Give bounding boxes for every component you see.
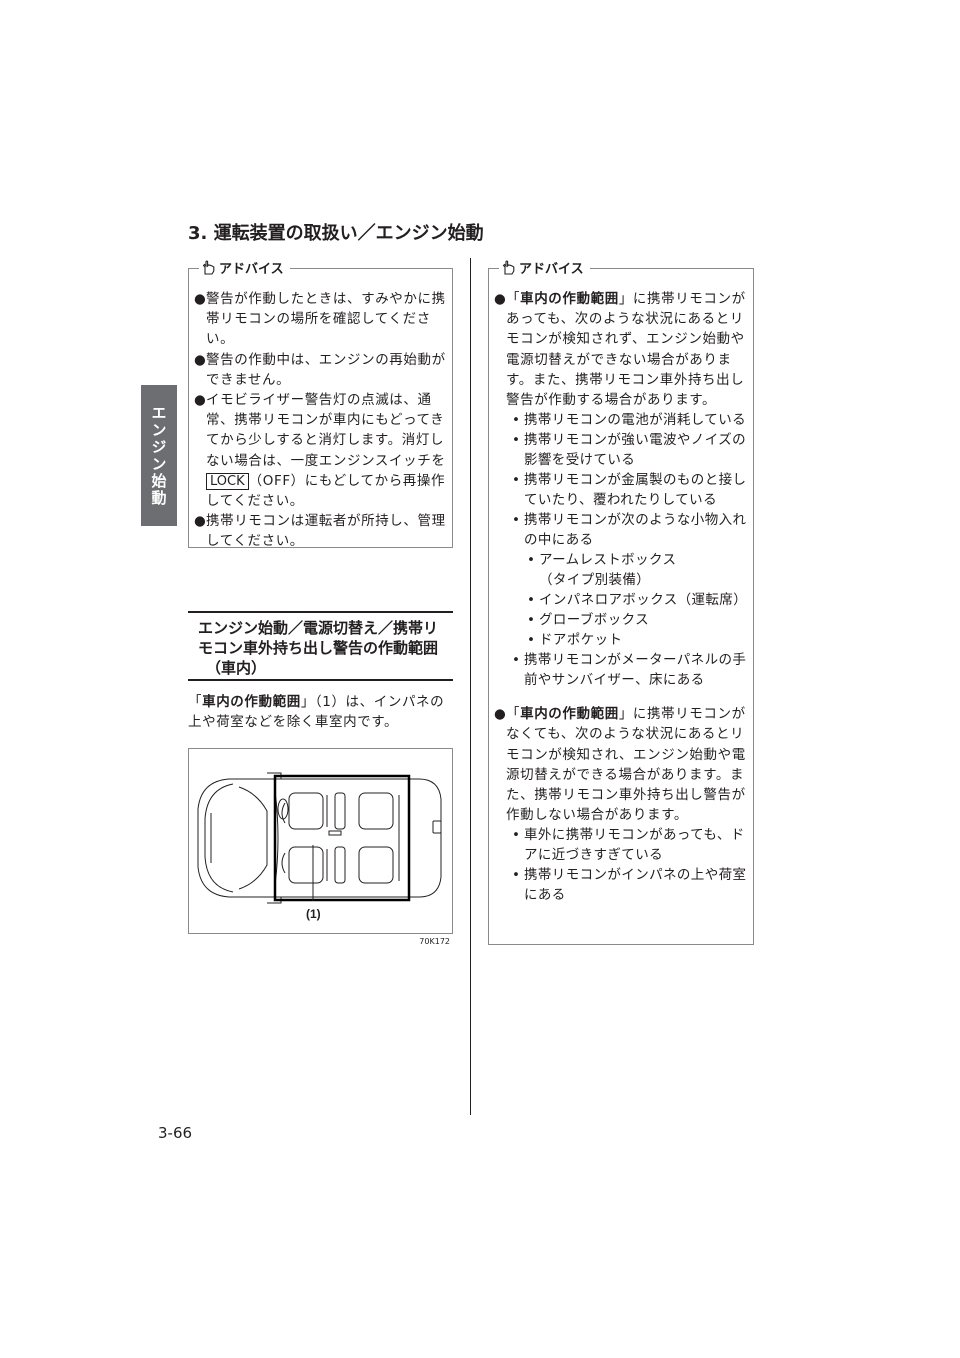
advice-item-text: 「 (506, 706, 521, 723)
body-text: 「 (188, 694, 203, 710)
advice-subitem: •携帯リモコンが次のような小物入れの中にある (494, 510, 747, 550)
subheading-line: モコン車外持ち出し警告の作動範囲 (198, 639, 439, 657)
advice-content: ●「車内の作動範囲」に携帯リモコンがあっても、次のような状況にあるとリモコンが検… (489, 269, 753, 905)
section-title: 3. 運転装置の取扱い／エンジン始動 (188, 223, 484, 244)
bullet-icon: • (527, 552, 536, 569)
bullet-icon: • (512, 472, 521, 489)
advice-subsubitem: •インパネロアボックス（運転席） (494, 590, 747, 610)
advice-subitem: •携帯リモコンが金属製のものと接していたり、覆われたりしている (494, 470, 747, 510)
bullet-icon: • (527, 592, 536, 609)
advice-subitem: •携帯リモコンがメーターパネルの手前やサンバイザー、床にある (494, 650, 747, 690)
subheading-line: エンジン始動／電源切替え／携帯リ (198, 619, 439, 637)
advice-subsubitem-text: ドアポケット (539, 632, 623, 649)
advice-subsubitem-text: インパネロアボックス（運転席） (539, 592, 748, 609)
advice-item: ●「車内の作動範囲」に携帯リモコンがなくても、次のような状況にあるとリモコンが検… (494, 704, 747, 825)
advice-heading-label: アドバイス (519, 262, 584, 277)
chapter-side-tab-label: エンジン始動 (149, 404, 168, 507)
advice-subitem: •携帯リモコンが強い電波やノイズの影響を受けている (494, 430, 747, 470)
car-top-view-diagram: (1) (197, 772, 442, 921)
advice-item: ●携帯リモコンは運転者が所持し、管理してください。 (194, 511, 446, 551)
advice-box-right: アドバイス ●「車内の作動範囲」に携帯リモコンがあっても、次のような状況にあると… (488, 258, 754, 945)
body-paragraph: 「車内の作動範囲」（1）は、インパネの上や荷室などを除く車室内です。 (188, 692, 456, 732)
figure-code: 70K172 (419, 937, 450, 946)
subsection-heading: エンジン始動／電源切替え／携帯リ モコン車外持ち出し警告の作動範囲 （車内） (188, 611, 453, 681)
advice-subitem-text: 携帯リモコンがメーターパネルの手前やサンバイザー、床にある (524, 652, 747, 689)
bullet-icon: • (512, 827, 521, 844)
advice-item-text: 警告の作動中は、エンジンの再始動ができません。 (206, 351, 446, 388)
advice-subitem-text: 携帯リモコンが金属製のものと接していたり、覆われたりしている (524, 472, 747, 509)
vehicle-range-figure: (1) 70K172 (188, 748, 453, 946)
advice-item-text: 」に携帯リモコンがあっても、次のような状況にあるとリモコンが検知されず、エンジン… (506, 291, 746, 409)
advice-subsubitem-text: アームレストボックス (539, 552, 677, 569)
figure-callout-label: (1) (306, 907, 321, 921)
advice-subsubitem-continuation: （タイプ別装備） (539, 572, 651, 589)
bullet-icon: • (527, 632, 536, 649)
advice-item: ●「車内の作動範囲」に携帯リモコンがあっても、次のような状況にあるとリモコンが検… (494, 289, 747, 410)
bullet-icon: ● (494, 706, 507, 723)
advice-heading-label: アドバイス (219, 262, 284, 277)
bullet-icon: • (512, 652, 521, 669)
bullet-icon: • (512, 512, 521, 529)
lock-key-label: LOCK (206, 472, 249, 490)
advice-item-text: イモビライザー警告灯の点滅は、通常、携帯リモコンが車内にもどってきてから少しする… (206, 392, 446, 469)
advice-subitem-text: 携帯リモコンが次のような小物入れの中にある (524, 512, 747, 549)
advice-subitem: •携帯リモコンの電池が消耗している (494, 410, 747, 430)
bullet-icon: ● (194, 513, 207, 530)
advice-subsubitem-text: グローブボックス (539, 612, 649, 629)
bullet-icon: ● (194, 291, 207, 307)
advice-heading: アドバイス (199, 258, 290, 277)
advice-subitem-text: 携帯リモコンが強い電波やノイズの影響を受けている (524, 432, 746, 469)
bullet-icon: • (512, 432, 521, 449)
advice-item: ●警告の作動中は、エンジンの再始動ができません。 (194, 350, 446, 390)
subheading-line: （車内） (206, 659, 267, 677)
advice-subitem-text: 車外に携帯リモコンがあっても、ドアに近づきすぎている (524, 827, 745, 864)
advice-subitem: •車外に携帯リモコンがあっても、ドアに近づきすぎている (494, 825, 747, 865)
advice-item-text: （OFF）にもどしてから再操作してください。 (206, 472, 446, 510)
bullet-icon: ● (494, 291, 507, 307)
page-number: 3-66 (158, 1124, 193, 1142)
advice-bold-term: 車内の作動範囲 (520, 291, 619, 307)
advice-subitem-text: 携帯リモコンの電池が消耗している (524, 412, 746, 429)
advice-subitem-text: 携帯リモコンがインパネの上や荷室にある (524, 867, 747, 904)
advice-subsubitem: •グローブボックス (494, 610, 747, 630)
advice-subsubitem: •ドアポケット (494, 630, 747, 650)
advice-box-left: アドバイス ●警告が作動したときは、すみやかに携帯リモコンの場所を確認してくださ… (188, 258, 453, 549)
bullet-icon: • (512, 412, 521, 429)
advice-item: ●警告が作動したときは、すみやかに携帯リモコンの場所を確認してください。 (194, 289, 446, 350)
hand-pointer-icon (202, 260, 215, 275)
advice-bold-term: 車内の作動範囲 (520, 706, 619, 723)
advice-subitem: •携帯リモコンがインパネの上や荷室にある (494, 865, 747, 905)
advice-item-text: 「 (506, 291, 521, 307)
advice-content: ●警告が作動したときは、すみやかに携帯リモコンの場所を確認してください。 ●警告… (189, 269, 452, 552)
spacer (494, 690, 747, 704)
advice-item-text: 携帯リモコンは運転者が所持し、管理してください。 (206, 513, 446, 550)
body-text: 」（1）は、インパネの上や荷室などを除く車室内です。 (188, 694, 445, 730)
advice-subsubitem: •アームレストボックス (494, 550, 747, 570)
advice-item: ●イモビライザー警告灯の点滅は、通常、携帯リモコンが車内にもどってきてから少しす… (194, 390, 446, 511)
hand-pointer-icon (502, 260, 515, 275)
chapter-side-tab: エンジン始動 (141, 385, 177, 526)
body-bold-term: 車内の作動範囲 (202, 694, 301, 710)
bullet-icon: ● (194, 392, 207, 409)
advice-item-text: 」に携帯リモコンがなくても、次のような状況にあるとリモコンが検知され、エンジン始… (506, 706, 746, 824)
bullet-icon: • (527, 612, 536, 629)
advice-item-text: 警告が作動したときは、すみやかに携帯リモコンの場所を確認してください。 (206, 291, 446, 348)
column-divider (470, 258, 471, 1115)
bullet-icon: ● (194, 351, 207, 368)
bullet-icon: • (512, 867, 521, 884)
advice-heading: アドバイス (499, 258, 590, 277)
